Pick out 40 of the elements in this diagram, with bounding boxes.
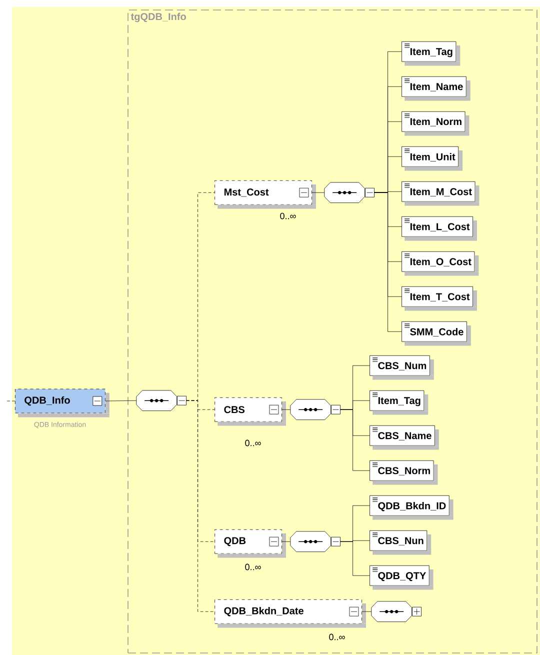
sequence-symbol	[136, 390, 186, 411]
connector	[340, 409, 370, 471]
multiplicity-label: 0..∞	[245, 440, 261, 446]
element-box: CBS_Nun	[370, 530, 432, 555]
element-box: Item_Tag	[402, 41, 460, 66]
sequence-symbol	[290, 399, 340, 420]
connector	[312, 192, 325, 193]
connector	[362, 611, 372, 612]
connector	[282, 409, 291, 410]
sequence-symbol	[371, 601, 422, 622]
element-box: CBS	[214, 397, 286, 426]
element-box: SMM_Code	[402, 321, 471, 346]
element-box: QDB	[214, 529, 286, 558]
element-box: Item_O_Cost	[402, 251, 479, 276]
multiplicity-label: 0..∞	[280, 212, 296, 220]
multiplicity-label: 0..∞	[329, 634, 345, 640]
connector	[282, 541, 291, 542]
element-box: Item_Name	[402, 76, 470, 101]
multiplicity-label: 0..∞	[245, 564, 261, 570]
element-box: QDB_Bkdn_ID	[370, 495, 454, 520]
connector	[374, 192, 402, 332]
connector	[340, 541, 370, 576]
connector	[6, 400, 16, 402]
element-box: Item_Unit	[402, 146, 463, 171]
element-box: Mst_Cost	[214, 180, 316, 209]
element-box: CBS_Norm	[370, 460, 438, 485]
element-box: Item_Tag	[370, 390, 428, 415]
element-box: QDB_QTY	[370, 565, 434, 590]
sequence-symbol	[290, 531, 340, 552]
element-box: Item_M_Cost	[402, 181, 480, 206]
connector	[186, 400, 215, 612]
element-box: QDB_Info	[15, 388, 110, 418]
element-box: Item_T_Cost	[402, 286, 477, 311]
element-box: Item_Norm	[402, 111, 470, 136]
connector	[105, 400, 137, 402]
element-box: CBS_Name	[370, 425, 439, 450]
element-box: QDB_Bkdn_Date	[214, 599, 366, 628]
element-box: Item_L_Cost	[402, 216, 477, 241]
sequence-symbol	[324, 182, 374, 203]
element-box: CBS_Num	[370, 355, 434, 380]
